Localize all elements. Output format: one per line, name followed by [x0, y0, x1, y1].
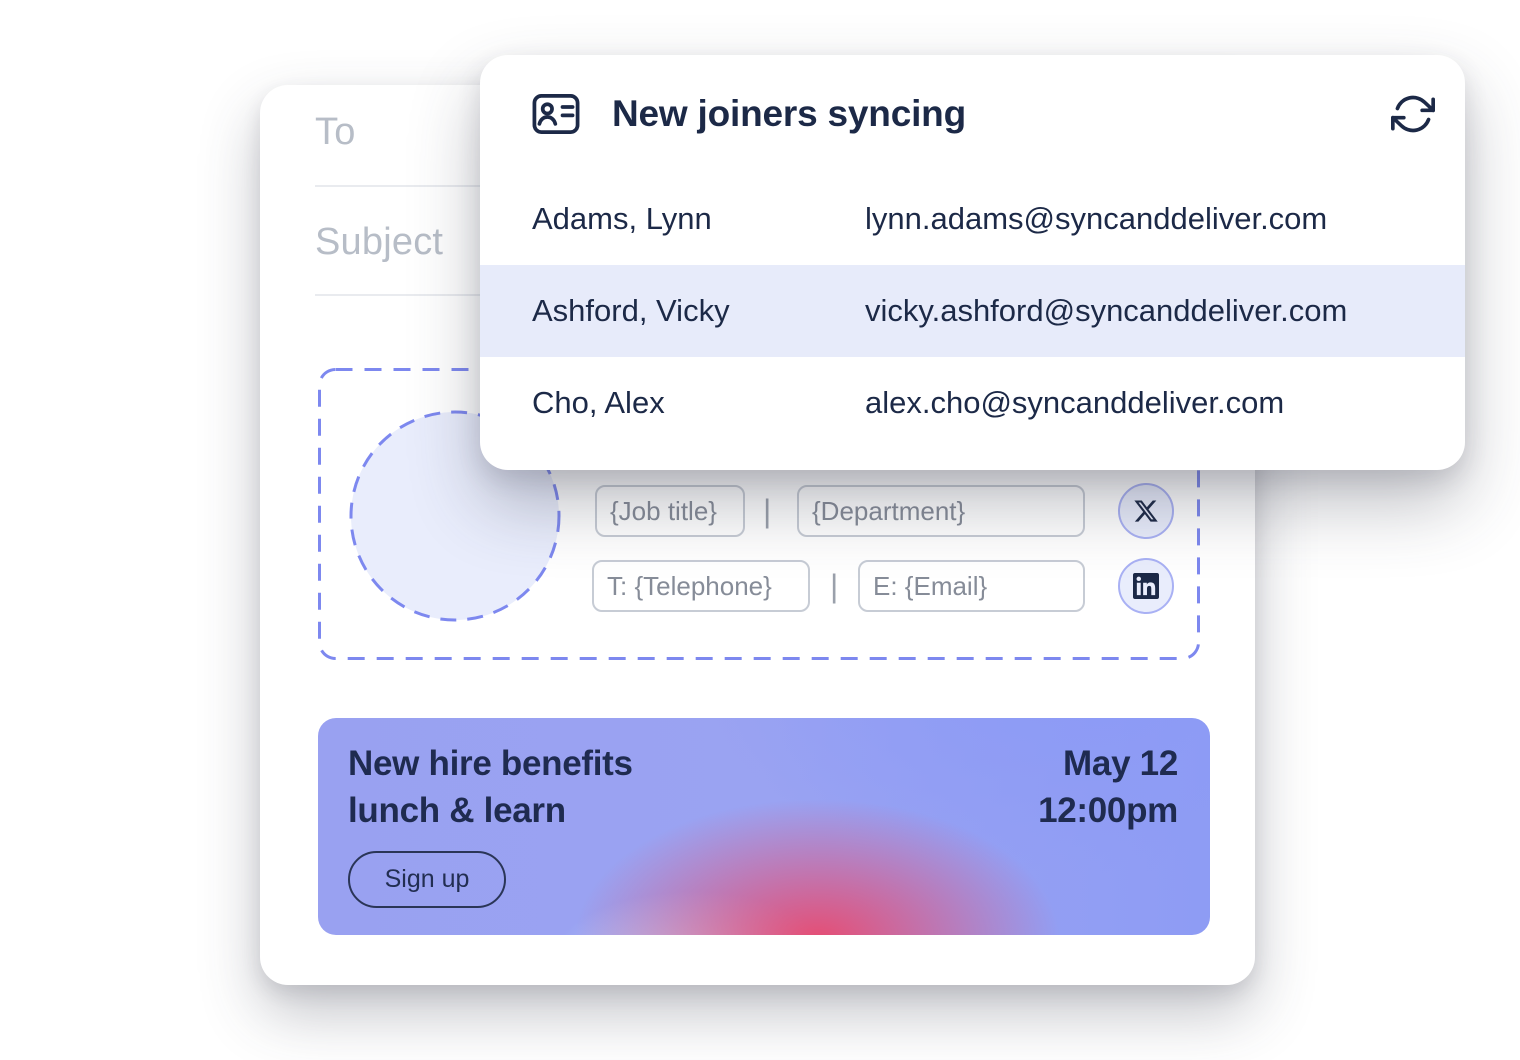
x-social-button[interactable]: [1118, 483, 1174, 539]
job-title-field[interactable]: {Job title}: [595, 485, 745, 537]
joiner-name: Adams, Lynn: [532, 201, 712, 236]
joiner-email: alex.cho@syncanddeliver.com: [865, 385, 1285, 420]
panel-title: New joiners syncing: [612, 93, 966, 134]
telephone-field[interactable]: T: {Telephone}: [592, 560, 810, 612]
contact-card-icon: [532, 94, 580, 134]
joiner-row[interactable]: Adams, Lynn lynn.adams@syncanddeliver.co…: [480, 173, 1465, 265]
subject-field-label: Subject: [315, 221, 444, 263]
department-field[interactable]: {Department}: [797, 485, 1085, 537]
banner-datetime: May 12 12:00pm: [1038, 740, 1178, 834]
to-field-label: To: [315, 111, 356, 153]
joiner-email: lynn.adams@syncanddeliver.com: [865, 201, 1328, 236]
banner-title-line2: lunch & learn: [348, 791, 566, 830]
banner-title-line1: New hire benefits: [348, 744, 633, 783]
banner-title: New hire benefits lunch & learn: [348, 740, 633, 834]
joiner-email: vicky.ashford@syncanddeliver.com: [865, 293, 1348, 328]
linkedin-social-button[interactable]: [1118, 558, 1174, 614]
x-logo-icon: [1134, 500, 1158, 522]
joiner-row[interactable]: Cho, Alex alex.cho@syncanddeliver.com: [480, 357, 1465, 449]
sync-icon[interactable]: [1391, 92, 1435, 136]
signature-frame: [318, 368, 1200, 660]
event-banner: New hire benefits lunch & learn May 12 1…: [318, 718, 1210, 935]
banner-date: May 12: [1063, 744, 1178, 783]
new-joiners-header: New joiners syncing: [528, 85, 1435, 143]
joiner-row-selected[interactable]: Ashford, Vicky vicky.ashford@syncanddeli…: [480, 265, 1465, 357]
banner-time: 12:00pm: [1038, 791, 1178, 830]
sign-up-button[interactable]: Sign up: [348, 851, 506, 908]
joiner-name: Cho, Alex: [532, 385, 665, 420]
field-separator: |: [830, 568, 839, 604]
email-field[interactable]: E: {Email}: [858, 560, 1085, 612]
joiner-name: Ashford, Vicky: [532, 293, 730, 328]
new-joiners-panel: New joiners syncing Adams, Lynn lynn.ada…: [480, 55, 1465, 470]
joiner-list: Adams, Lynn lynn.adams@syncanddeliver.co…: [480, 173, 1465, 449]
linkedin-icon: [1133, 573, 1159, 599]
field-separator: |: [763, 493, 772, 529]
